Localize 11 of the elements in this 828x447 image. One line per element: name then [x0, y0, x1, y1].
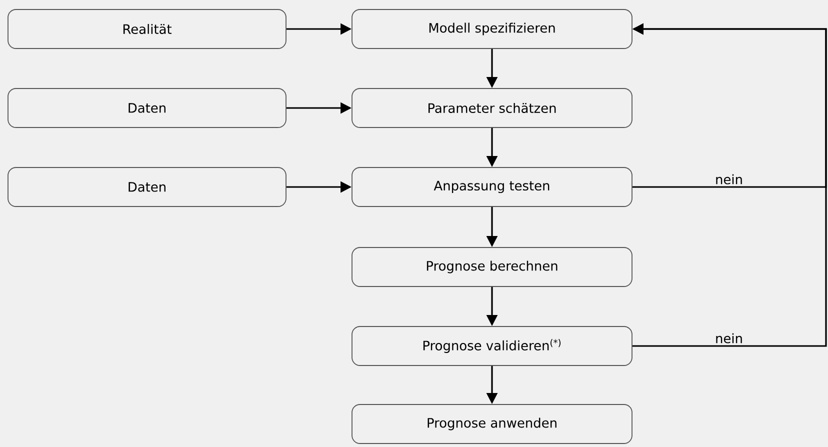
process-box: Anpassung testen [352, 167, 632, 207]
process-box: Prognose berechnen [352, 247, 632, 287]
edge-label: nein [716, 174, 742, 184]
process-box: Modell spezifizieren [352, 9, 632, 49]
edge-label: nein [716, 333, 742, 344]
process-box: Prognose validieren$^{(*)}$ [352, 326, 632, 366]
process-box: Parameter schätzen [352, 88, 632, 128]
process-box: Daten [8, 167, 286, 207]
process-box: Prognose anwenden [352, 404, 632, 444]
process-box: Realität [8, 9, 286, 49]
process-box: Daten [8, 88, 286, 128]
